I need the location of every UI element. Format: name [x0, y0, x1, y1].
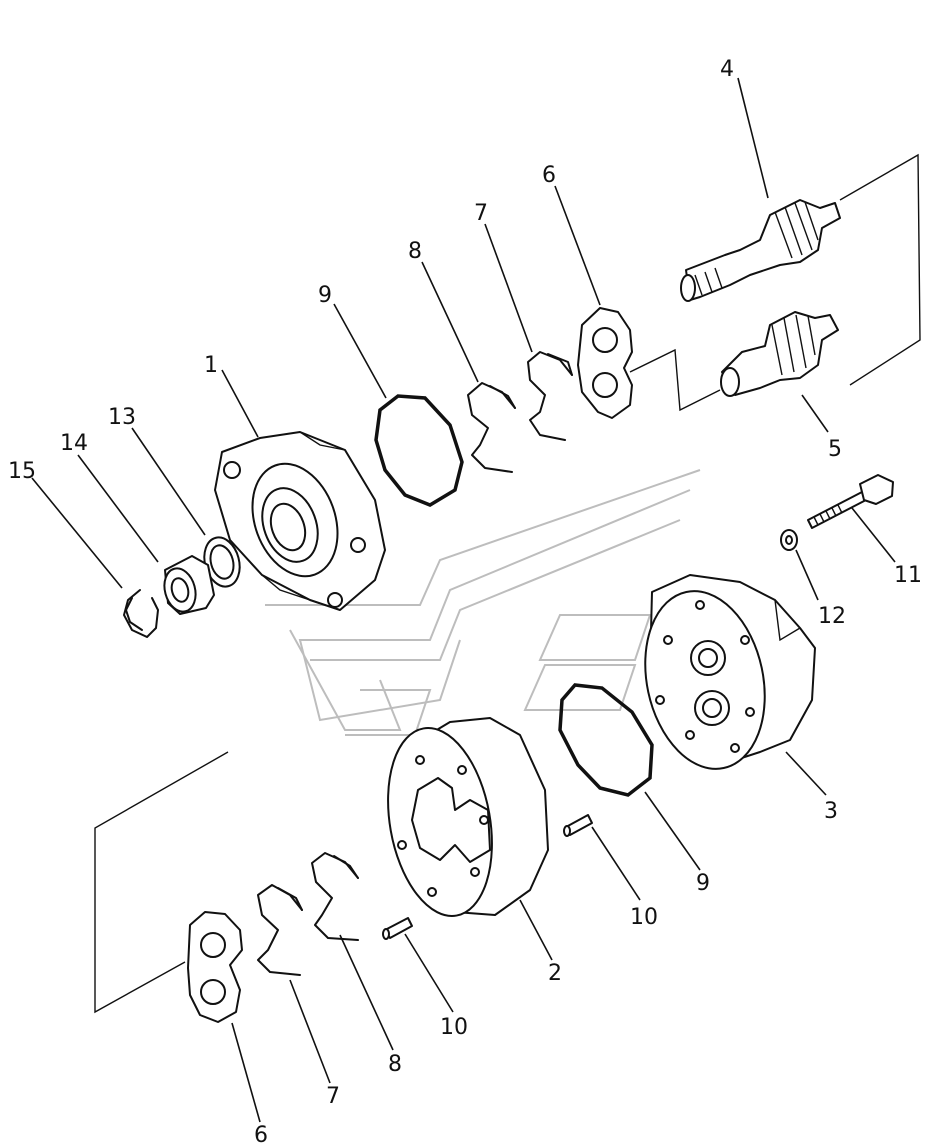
- front-cover-part-1: [214, 431, 386, 611]
- label-14: 14: [60, 431, 88, 456]
- bushing-plate-part-6-top: [577, 307, 633, 419]
- seal-part-7-top: [527, 351, 573, 441]
- label-8-bottom: 8: [388, 1052, 402, 1077]
- label-1: 1: [204, 353, 218, 378]
- label-10-right: 10: [630, 905, 658, 930]
- label-7-bottom: 7: [326, 1084, 340, 1109]
- part-labels: 4 5 6 7 8 9 1 13 14 15 11 12 3 9 10 2 10…: [8, 57, 922, 1146]
- label-3: 3: [824, 799, 838, 824]
- label-6-top: 6: [542, 163, 556, 188]
- dowel-pin-part-10-left: [382, 917, 413, 940]
- assembly-bracket-top: [629, 153, 921, 412]
- seal-part-8-bottom: [311, 852, 359, 941]
- washer-part-12: [780, 529, 798, 551]
- leader-lines: [31, 77, 896, 1123]
- label-2: 2: [548, 961, 562, 986]
- gear-body-part-2: [387, 717, 549, 917]
- label-5: 5: [828, 437, 842, 462]
- label-6-bottom: 6: [254, 1123, 268, 1146]
- bolt-part-11: [807, 474, 894, 529]
- assembly-bracket-bottom: [94, 751, 229, 1014]
- label-15: 15: [8, 459, 36, 484]
- dowel-pin-part-10-right: [563, 814, 593, 837]
- driven-gear-part-5: [720, 311, 839, 397]
- label-9-top: 9: [318, 283, 332, 308]
- rear-cover-part-3: [644, 574, 816, 770]
- label-12: 12: [818, 604, 846, 629]
- drive-gear-part-4: [680, 199, 841, 302]
- seal-part-8-top: [467, 382, 516, 473]
- label-10-left: 10: [440, 1015, 468, 1040]
- ring-part-13: [203, 536, 241, 588]
- label-7-top: 7: [474, 201, 488, 226]
- o-ring-part-9-bottom: [558, 683, 654, 797]
- bushing-plate-part-6-bottom: [187, 911, 243, 1023]
- snap-ring-part-15: [123, 589, 159, 638]
- label-11: 11: [894, 563, 922, 588]
- o-ring-part-9-top: [374, 394, 464, 507]
- label-8-top: 8: [408, 239, 422, 264]
- seal-part-7-bottom: [257, 884, 303, 976]
- label-4: 4: [720, 57, 734, 82]
- label-13: 13: [108, 405, 136, 430]
- label-9-bottom: 9: [696, 871, 710, 896]
- bearing-part-14: [163, 555, 215, 615]
